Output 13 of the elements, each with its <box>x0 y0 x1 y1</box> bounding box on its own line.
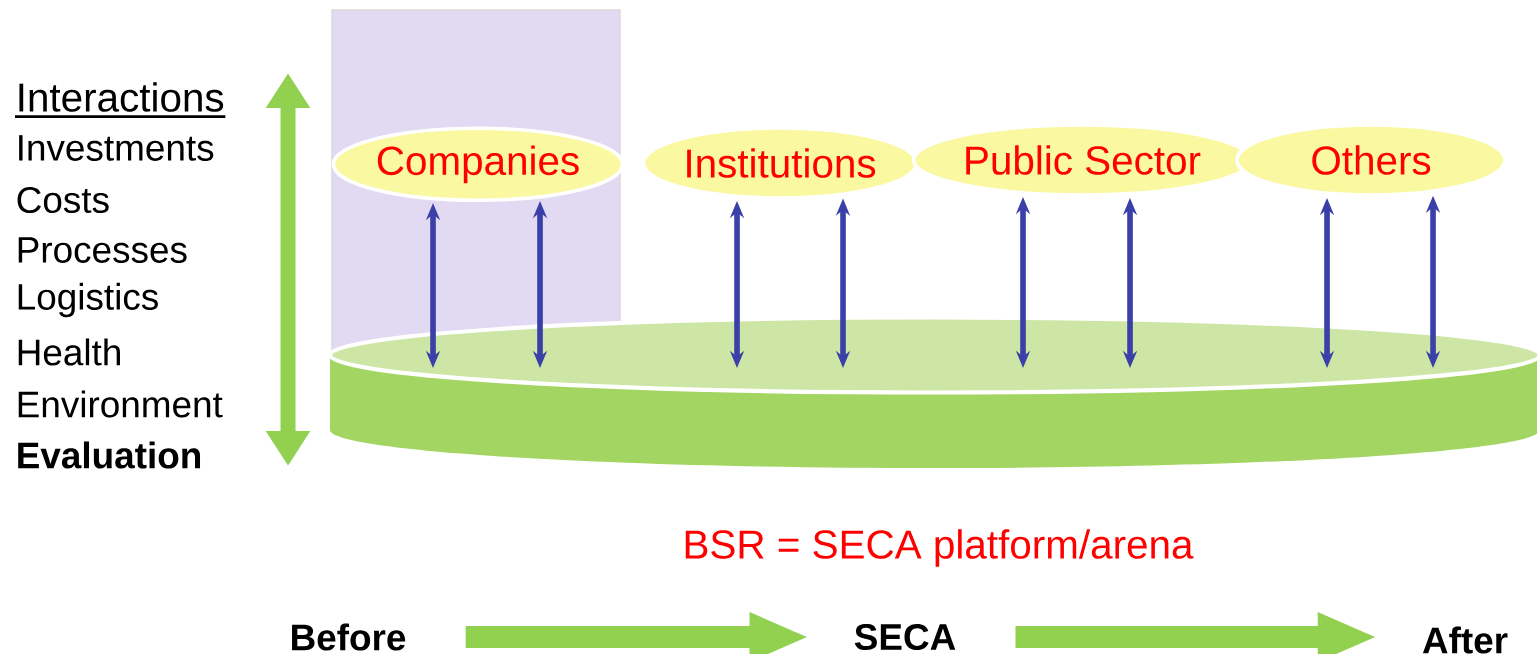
list-item: Evaluation <box>18 441 200 469</box>
platform-disc <box>327 315 1537 468</box>
stage-label: After <box>1422 626 1508 654</box>
stage-label: Before <box>292 623 406 651</box>
stage-label: SECA <box>854 624 956 651</box>
list-item: Investments <box>19 135 214 161</box>
list-item: Processes <box>18 237 187 263</box>
list-item: Health <box>18 338 120 366</box>
heading: Interactions <box>15 82 226 118</box>
list-item: Environment <box>18 390 223 418</box>
list-item: Logistics <box>18 282 158 318</box>
list-item: Costs <box>17 186 109 214</box>
caption: BSR = SECA platform/arena <box>685 529 1194 567</box>
